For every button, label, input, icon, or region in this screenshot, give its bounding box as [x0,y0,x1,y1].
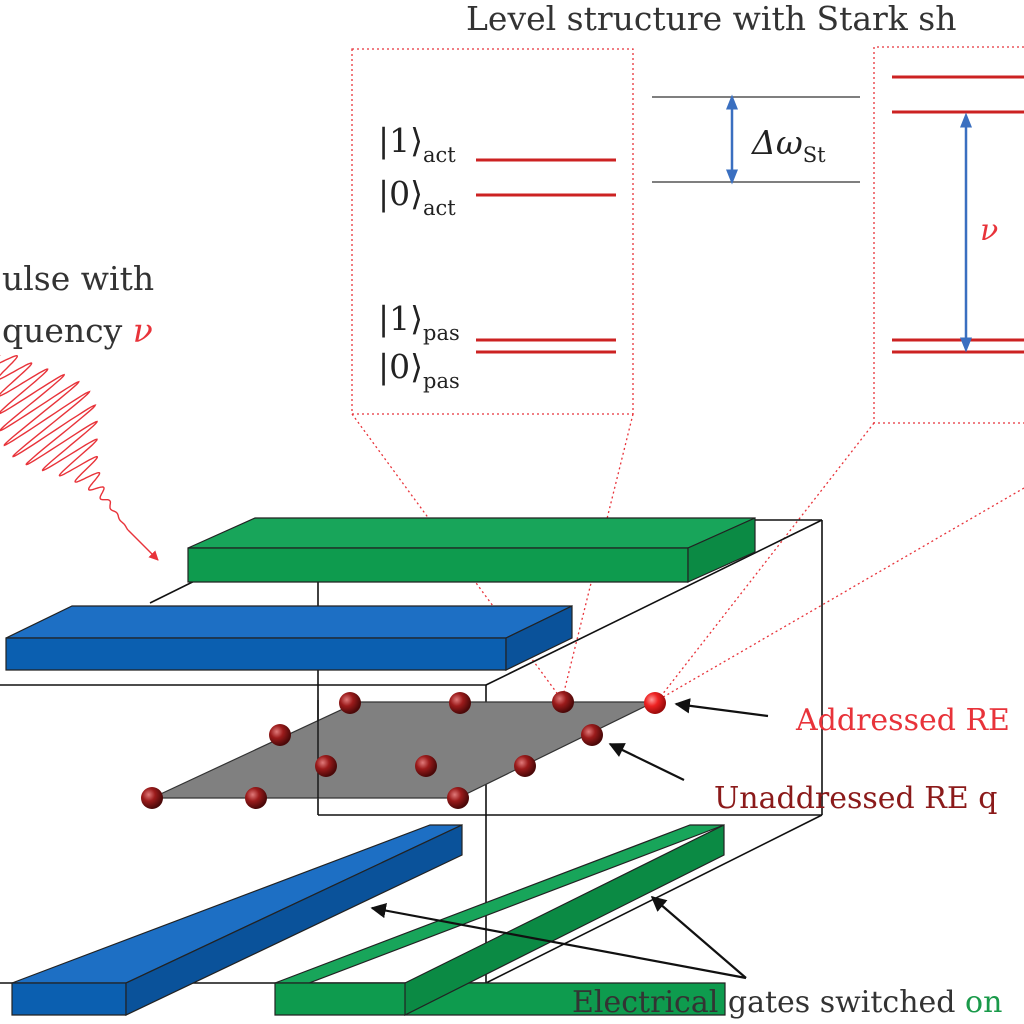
qubit [141,787,163,809]
qubit [552,691,574,713]
unaddressed-label: Unaddressed RE q [714,781,998,816]
qubit [581,724,603,746]
projection-left-b [561,413,634,701]
arrow-gate-blue [370,902,747,980]
qubit [245,787,267,809]
top-green-gate [187,517,756,583]
qubit-addressed [644,692,666,714]
arrow-addressed [674,698,769,718]
gates-label: Electrical gates switched on [572,985,1002,1020]
transition-frequency-label: ν [980,213,998,248]
inset-right-frame [873,46,1024,424]
qubit [269,724,291,746]
laser-pulse-wave [0,354,159,561]
inset-left-frame [351,48,634,415]
bottom-green-gate [274,824,726,1016]
diagram-title: Level structure with Stark sh [466,0,956,38]
pulse-label-line1: ulse with [2,259,154,298]
top-blue-gate [5,605,573,671]
pulse-arrow [127,529,159,561]
pulse-label-line2-prefix: quency [2,311,133,350]
pulse-frequency-symbol: ν [133,311,153,350]
qubit-array [141,691,666,809]
qubit [415,755,437,777]
arrow-unaddressed [608,743,685,781]
qubit-plane [151,701,655,799]
qubit [449,692,471,714]
ket-0-act: |0⟩act [378,174,456,220]
pointer-arrows [370,698,769,980]
projection-right-b [657,487,1024,701]
ket-0-pas: |0⟩pas [378,347,460,393]
ket-1-pas: |1⟩pas [378,299,460,345]
qubit [447,787,469,809]
stark-shift-indicator: ΔωSt [652,94,860,185]
arrow-gate-green [650,895,747,979]
box-top-right-edge [485,519,823,686]
inset-right-levels: ν [873,46,1024,424]
bottom-blue-gate [11,824,463,1016]
projection-right-a [657,422,875,701]
pulse-label-line2: quency ν [2,311,153,350]
ket-1-act: |1⟩act [378,121,456,167]
qubit [514,755,536,777]
stark-shift-label: ΔωSt [750,123,826,167]
qubit [315,755,337,777]
inset-left-levels: |1⟩act |0⟩act |1⟩pas |0⟩pas [351,48,634,415]
pulse-label: ulse with quency ν [2,259,154,350]
qubit [339,692,361,714]
addressed-label: Addressed RE [795,703,1010,738]
